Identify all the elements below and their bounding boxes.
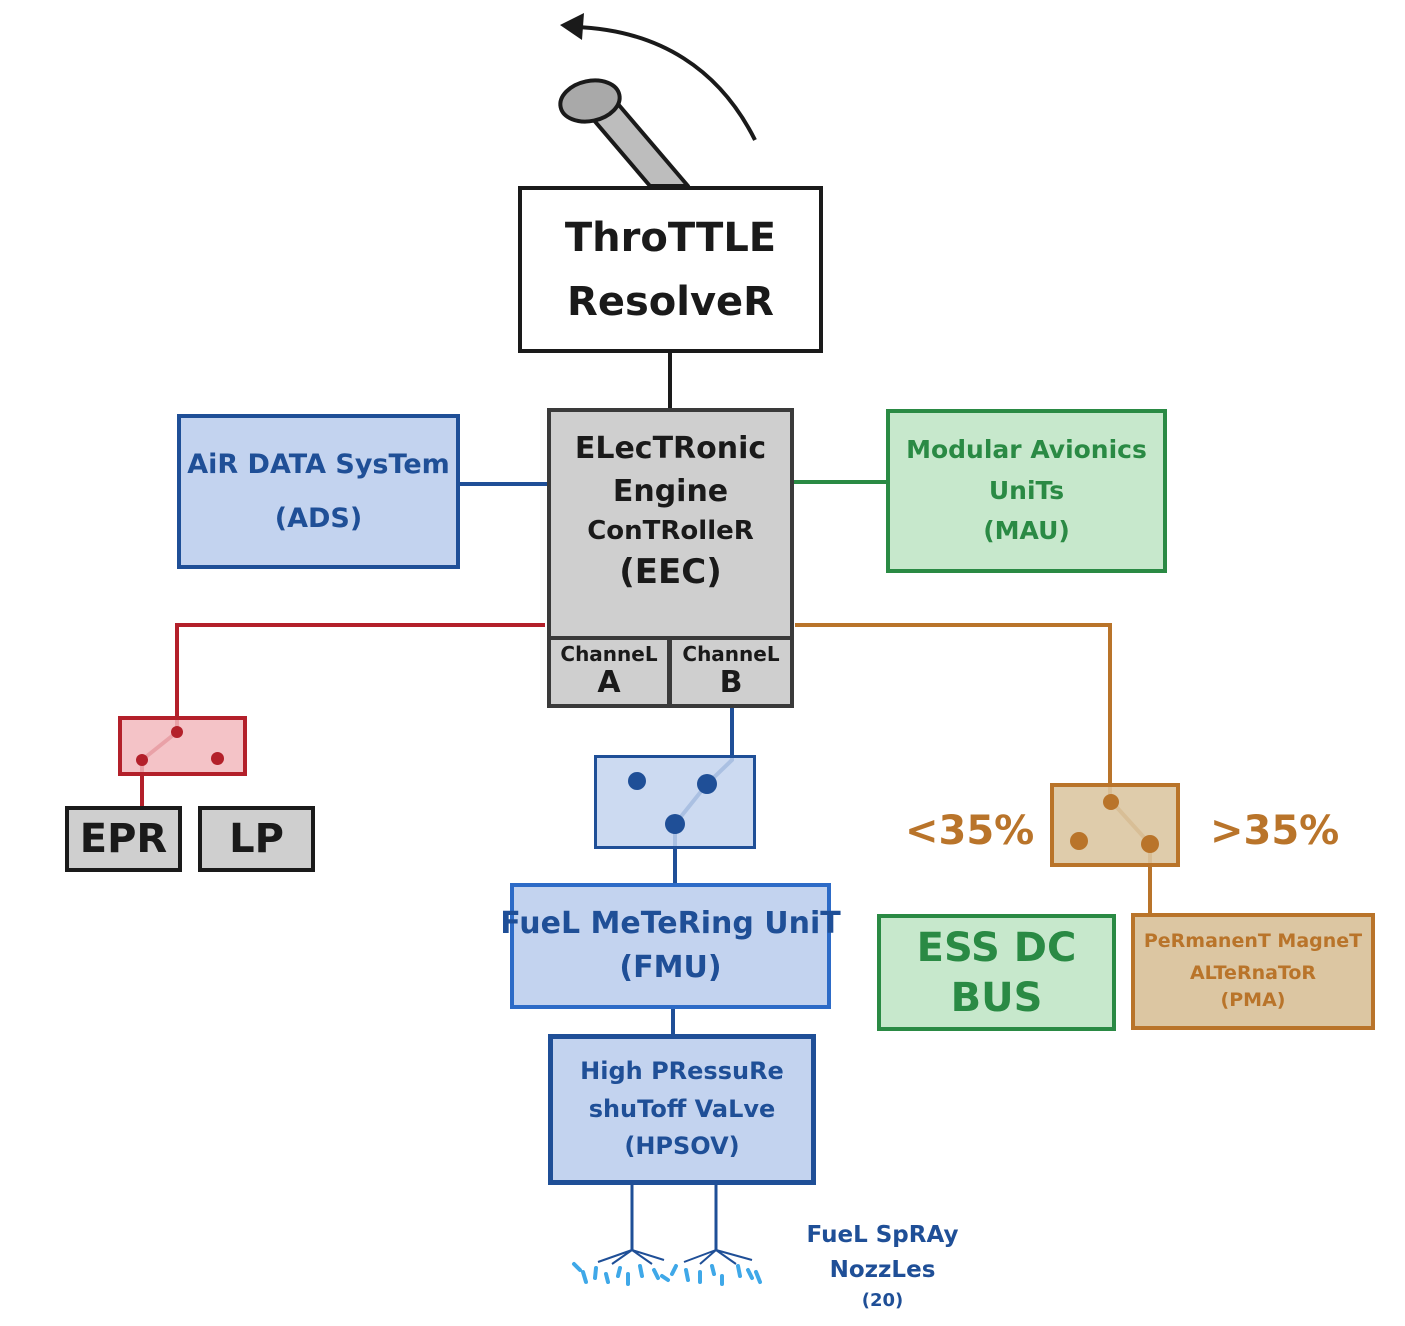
fuel-spray-icon xyxy=(572,1262,762,1286)
epr-label: EPR xyxy=(79,816,168,862)
epr-box: EPR xyxy=(65,806,182,872)
nozzles-line2: NozzLes xyxy=(829,1256,936,1283)
threshold-below-label: <35% xyxy=(905,808,1035,854)
hpsov-line3: (HPSOV) xyxy=(624,1132,740,1161)
channel-b-letter: B xyxy=(719,665,743,701)
channel-a-cell: ChanneL A xyxy=(547,636,671,708)
blue-switch-open-contact xyxy=(628,772,646,790)
lp-label: LP xyxy=(229,816,284,862)
mau-line3: (MAU) xyxy=(983,516,1070,546)
channel-a-letter: A xyxy=(597,665,621,701)
throttle-lever-icon xyxy=(558,78,690,188)
blue-switch-contact xyxy=(665,814,685,834)
nozzles-label: FueL SpRAy NozzLes (20) xyxy=(780,1218,985,1314)
pma-line2: ALTeRnaToR xyxy=(1189,961,1317,984)
ads-box: AiR DATA SysTem (ADS) xyxy=(177,414,460,569)
eec-line2: Engine xyxy=(612,473,729,509)
hpsov-box: High PRessuRe shuToff VaLve (HPSOV) xyxy=(548,1034,816,1185)
red-switch-pivot xyxy=(171,726,183,738)
fmu-box: FueL MeTeRing UniT (FMU) xyxy=(500,883,841,1009)
arrowhead-icon xyxy=(560,13,584,40)
hpsov-line2: shuToff VaLve xyxy=(588,1094,776,1123)
mau-line1: Modular Avionics xyxy=(906,434,1147,464)
eec-pma-switch-line xyxy=(795,623,1112,800)
throttle-resolver-box: ThroTTLE ResolveR xyxy=(518,186,823,353)
blue-switch-box xyxy=(594,755,756,849)
ess-line2: BUS xyxy=(950,974,1043,1021)
channel-b-label: ChanneL xyxy=(682,642,780,667)
nozzle-branches-icon xyxy=(597,1249,753,1265)
mau-line2: UniTs xyxy=(988,475,1065,505)
ess-dc-bus-box: ESS DC BUS xyxy=(877,914,1116,1031)
eec-line1: ELecTRonic xyxy=(574,431,767,466)
orange-switch-contact xyxy=(1141,835,1159,853)
nozzles-line1: FueL SpRAy xyxy=(806,1222,959,1248)
orange-switch-pivot xyxy=(1103,794,1119,810)
nozzles-line3: (20) xyxy=(861,1290,904,1311)
eec-line4: (EEC) xyxy=(619,551,722,592)
red-switch-box xyxy=(118,716,247,776)
fmu-line1: FueL MeTeRing UniT xyxy=(500,905,841,941)
eec-line3: ConTRolleR xyxy=(587,516,754,546)
pma-line3: (PMA) xyxy=(1220,989,1286,1012)
throttle-line2: ResolveR xyxy=(567,278,774,325)
orange-switch-open-contact xyxy=(1070,832,1088,850)
blue-switch-pivot xyxy=(697,774,717,794)
threshold-above-label: >35% xyxy=(1210,808,1340,854)
throttle-line1: ThroTTLE xyxy=(564,214,777,261)
lp-box: LP xyxy=(198,806,315,872)
red-switch-open-contact xyxy=(211,752,224,765)
pma-box: PeRmanenT MagneT ALTeRnaToR (PMA) xyxy=(1131,913,1375,1030)
fmu-line2: (FMU) xyxy=(619,950,722,985)
rotation-arrow-icon xyxy=(574,25,757,141)
channel-b-cell: ChanneL B xyxy=(668,636,794,708)
pma-line1: PeRmanenT MagneT xyxy=(1143,929,1363,952)
ess-line1: ESS DC xyxy=(916,924,1077,971)
red-switch-contact xyxy=(136,754,148,766)
eec-epr-switch-line xyxy=(175,623,545,730)
channel-a-label: ChanneL xyxy=(560,642,658,667)
hpsov-line1: High PRessuRe xyxy=(580,1057,784,1086)
ads-line1: AiR DATA SysTem xyxy=(187,449,450,481)
mau-box: Modular Avionics UniTs (MAU) xyxy=(886,409,1167,573)
ads-line2: (ADS) xyxy=(274,502,363,534)
